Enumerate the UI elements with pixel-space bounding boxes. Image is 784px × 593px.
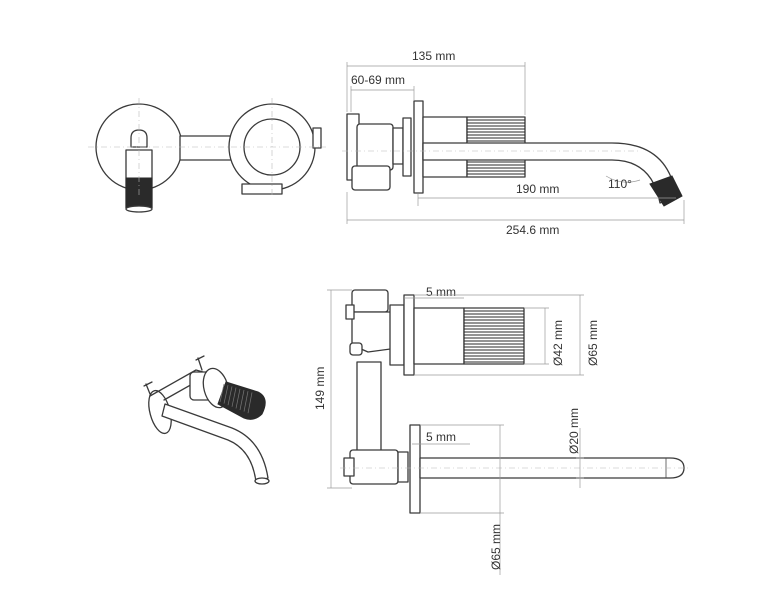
dim-60-69-label: 60-69 mm <box>351 73 405 87</box>
knurl-line <box>227 386 233 406</box>
knurl-line <box>231 387 237 407</box>
plan-riser <box>356 361 382 453</box>
dim-42-label: Ø42 mm <box>551 320 565 366</box>
side-valve-body <box>356 123 394 171</box>
front-view <box>88 98 326 213</box>
front-lug-right <box>312 127 322 149</box>
knurl-line <box>247 392 253 414</box>
iso-frame-tab-left <box>143 381 153 395</box>
plan-upper-clip <box>345 304 355 320</box>
dim-angle-arc <box>605 175 641 183</box>
dim-5-bottom-label: 5 mm <box>426 430 456 444</box>
iso-spout-tip <box>254 477 270 485</box>
side-collar <box>392 127 404 165</box>
side-view: 135 mm 60-69 mm 190 mm 254.6 mm 110° <box>342 49 685 237</box>
dim-135-label: 135 mm <box>412 49 455 63</box>
dim-angle-label: 110° <box>608 177 632 191</box>
knurl-line <box>239 389 245 411</box>
knurl-line <box>235 388 241 409</box>
front-spout-tip <box>125 205 153 213</box>
knurl-line <box>223 385 229 404</box>
dim-190-label: 190 mm <box>516 182 559 196</box>
plan-knurl-lines <box>464 310 524 363</box>
plan-lower-nut <box>343 457 355 477</box>
plan-lower-body <box>349 449 399 485</box>
front-bridge <box>179 135 237 161</box>
plan-lower-collar <box>397 451 409 483</box>
isometric-view <box>143 355 270 485</box>
plan-lower-plate <box>409 424 421 514</box>
dim-65-top-label: Ø65 mm <box>586 320 600 366</box>
side-wall-plate <box>413 100 424 194</box>
side-collar-plate <box>402 117 412 177</box>
plan-upper-nut <box>349 342 363 356</box>
side-inlet-fitting <box>351 165 391 191</box>
iso-frame-tab-right <box>195 355 205 371</box>
iso-knurl-lines <box>219 383 253 414</box>
dim-5-top-label: 5 mm <box>426 285 456 299</box>
side-aerator <box>649 175 683 207</box>
plan-view: 5 mm 5 mm 149 mm Ø42 mm Ø65 mm Ø20 mm Ø6… <box>313 285 690 575</box>
knurl-line <box>219 383 225 403</box>
plan-handle-sleeve <box>413 307 465 365</box>
plan-upper-inlet <box>351 289 389 313</box>
dim-65-bottom-label: Ø65 mm <box>489 524 503 570</box>
plan-upper-collar <box>389 304 405 366</box>
dim-254-label: 254.6 mm <box>506 223 559 237</box>
knurl-line <box>243 391 249 412</box>
front-lug-bottom <box>241 183 283 195</box>
dim-149-label: 149 mm <box>313 367 327 410</box>
plan-upper-plate <box>403 294 415 376</box>
dim-20-label: Ø20 mm <box>567 408 581 454</box>
